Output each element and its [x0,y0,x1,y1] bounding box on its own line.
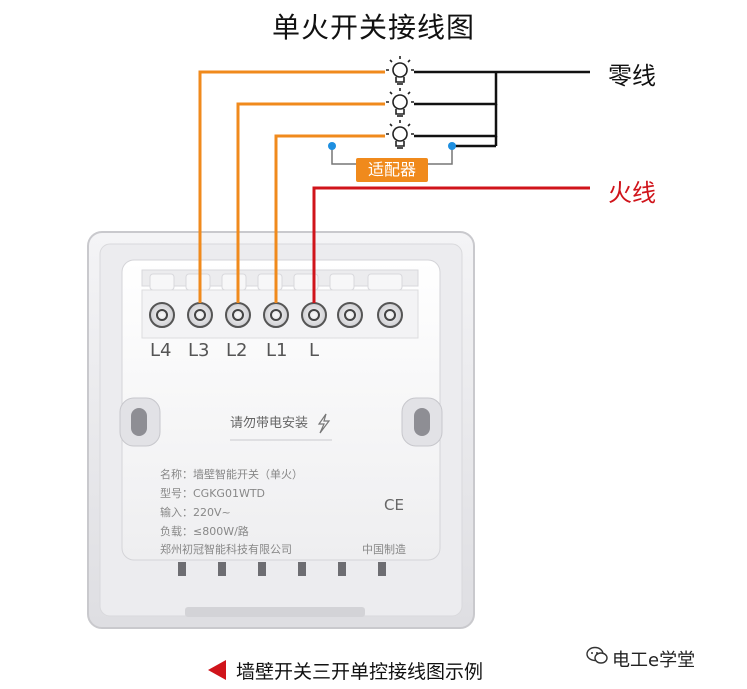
info-model: 型号：CGKG01WTD [160,486,265,500]
terminal-label-l2: L2 [226,340,247,361]
terminal-label-l4: L4 [150,340,171,361]
info-input: 输入：220V~ [160,505,231,519]
neutral-wire-label: 零线 [608,62,656,90]
watermark-text: 电工e学堂 [612,650,696,671]
made-in-text: 中国制造 [362,542,406,556]
live-wire [312,186,590,303]
switch-body [119,259,443,576]
live-wire-label: 火线 [608,179,656,207]
diagram-caption: 墙壁开关三开单控接线图示例 [236,661,484,683]
adapter-label: 适配器 [356,158,428,182]
manufacturer-text: 郑州初冠智能科技有限公司 [160,542,292,556]
ce-mark: CE [384,496,404,514]
bulb-icon [386,56,414,85]
play-left-icon [208,660,226,680]
terminal-label-l: L [309,340,319,361]
diagram-title: 单火开关接线图 [271,11,475,44]
terminal-label-l3: L3 [188,340,209,361]
neutral-wires [414,70,590,148]
adapter-dot-right [448,142,456,150]
adapter-bracket [331,146,453,165]
info-load: 负载：≤800W/路 [160,524,249,538]
warning-text: 请勿带电安装 [230,416,308,431]
wechat-icon [586,646,608,664]
info-name: 名称：墙壁智能开关（单火） [160,467,303,481]
terminal-label-l1: L1 [266,340,287,361]
bulb-icon [386,120,414,149]
adapter-dot-left [328,142,336,150]
lightning-icon [317,413,331,434]
bulb-icon [386,88,414,117]
load-wires [198,70,385,303]
terminal-screws [149,302,403,328]
